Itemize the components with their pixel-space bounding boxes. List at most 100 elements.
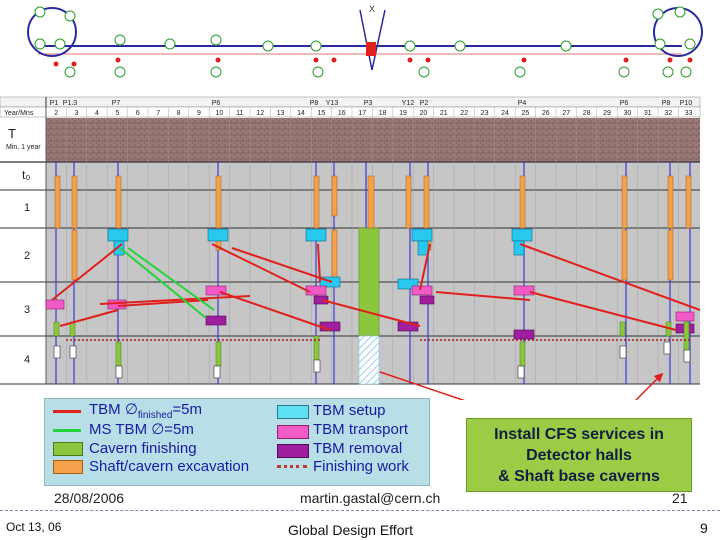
tbm-setup-box-9 bbox=[397, 278, 419, 290]
footer-date: 28/08/2006 bbox=[54, 490, 125, 506]
tbm-transport-box-1 bbox=[107, 299, 127, 310]
legend-swatch-tbm-setup bbox=[277, 405, 309, 419]
cfs-install-hatch bbox=[358, 335, 380, 385]
month-label-8: 8 bbox=[177, 110, 181, 117]
central-shaft-excavation bbox=[367, 175, 375, 229]
shaft-base-marker-8 bbox=[683, 349, 691, 363]
tbm-setup-box-7 bbox=[513, 240, 525, 256]
tbm-setup-box-0 bbox=[107, 228, 129, 242]
schematic-node-23 bbox=[114, 34, 126, 46]
slide-number: 9 bbox=[700, 520, 708, 536]
point-label-1: P1.3 bbox=[63, 100, 78, 107]
legend-label-tbm-finished: TBM ∅finished=5m bbox=[89, 401, 202, 421]
install-arrow-right bbox=[634, 372, 664, 400]
legend-swatch-tbm-transport bbox=[277, 425, 309, 439]
schematic-shaft-dot-8 bbox=[521, 57, 527, 63]
schematic-node-9 bbox=[514, 66, 526, 78]
legend-swatch-cavern-finishing bbox=[53, 442, 83, 456]
tbm-routes-red bbox=[51, 243, 701, 331]
month-label-23: 23 bbox=[481, 110, 489, 117]
month-label-12: 12 bbox=[256, 110, 264, 117]
month-label-15: 15 bbox=[318, 110, 326, 117]
bottom-date: Oct 13, 06 bbox=[6, 520, 62, 534]
legend-label-ms-tbm: MS TBM ∅=5m bbox=[89, 421, 194, 438]
schematic-node-6 bbox=[210, 66, 222, 78]
schematic-node-17 bbox=[164, 38, 176, 50]
tunnel-schematic: X bbox=[27, 4, 703, 78]
interaction-region-marker bbox=[366, 42, 376, 56]
schematic-node-24 bbox=[210, 34, 222, 46]
cavern-finishing-small-8 bbox=[683, 321, 690, 353]
point-label-2: P7 bbox=[112, 100, 121, 107]
schematic-node-2 bbox=[34, 38, 46, 50]
shaft-base-marker-3 bbox=[213, 365, 221, 379]
month-label-16: 16 bbox=[338, 110, 346, 117]
schematic-shaft-dot-7 bbox=[425, 57, 431, 63]
month-label-18: 18 bbox=[379, 110, 387, 117]
row-1-label: 1 bbox=[24, 202, 31, 214]
shaft-excavation-bar-9 bbox=[621, 175, 628, 229]
month-label-31: 31 bbox=[644, 110, 652, 117]
points-header-row bbox=[0, 96, 701, 108]
schematic-shaft-dot-9 bbox=[623, 57, 629, 63]
point-label-10: P6 bbox=[620, 100, 629, 107]
schematic-node-1 bbox=[64, 10, 76, 22]
tbm-setup-box-4 bbox=[511, 228, 533, 242]
shaft-excavation-bar-7 bbox=[423, 175, 430, 229]
legend-label-tbm-removal: TBM removal bbox=[313, 440, 403, 457]
schematic-node-11 bbox=[662, 66, 674, 78]
legend-label-tbm-setup: TBM setup bbox=[313, 402, 386, 419]
row-3-label: 3 bbox=[24, 304, 31, 316]
schematic-node-7 bbox=[312, 66, 324, 78]
shaft-excavation-bar-14 bbox=[331, 229, 338, 281]
cavern-finishing-small-2 bbox=[115, 341, 122, 367]
point-label-5: Y13 bbox=[326, 100, 339, 107]
ir-crossing-line-a bbox=[359, 9, 373, 71]
schematic-shaft-dot-1 bbox=[71, 61, 77, 67]
schematic-node-19 bbox=[310, 40, 322, 52]
point-label-4: P8 bbox=[310, 100, 319, 107]
point-label-6: P3 bbox=[364, 100, 373, 107]
point-label-7: Y12 bbox=[402, 100, 415, 107]
month-label-19: 19 bbox=[399, 110, 407, 117]
month-label-21: 21 bbox=[440, 110, 448, 117]
tbm-removal-box-3 bbox=[513, 329, 535, 340]
shaft-base-marker-2 bbox=[115, 365, 123, 379]
schematic-node-20 bbox=[404, 40, 416, 52]
month-label-29: 29 bbox=[603, 110, 611, 117]
point-label-3: P6 bbox=[212, 100, 221, 107]
cavern-finishing-small-6 bbox=[619, 321, 626, 337]
month-label-5: 5 bbox=[115, 110, 119, 117]
tbm-transport-box-6 bbox=[675, 311, 695, 322]
row-4-label: 4 bbox=[24, 354, 31, 366]
shaft-excavation-bar-6 bbox=[405, 175, 412, 229]
schematic-node-5 bbox=[114, 66, 126, 78]
month-label-25: 25 bbox=[522, 110, 530, 117]
month-label-9: 9 bbox=[197, 110, 201, 117]
schematic-node-14 bbox=[652, 8, 664, 20]
shaft-base-marker-0 bbox=[53, 345, 61, 359]
tbm-setup-box-2 bbox=[305, 228, 327, 242]
month-label-33: 33 bbox=[685, 110, 693, 117]
year-header-label: Year/Mns bbox=[4, 110, 34, 117]
legend-label-shaft-excavation: Shaft/cavern excavation bbox=[89, 458, 250, 475]
point-label-8: P2 bbox=[420, 100, 429, 107]
month-label-17: 17 bbox=[358, 110, 366, 117]
month-label-13: 13 bbox=[277, 110, 285, 117]
month-label-30: 30 bbox=[624, 110, 632, 117]
legend-swatch-tbm-removal bbox=[277, 444, 309, 458]
tbm-transport-box-0 bbox=[45, 299, 65, 310]
month-label-2: 2 bbox=[54, 110, 58, 117]
t0-label: t₀ bbox=[22, 168, 31, 182]
month-label-28: 28 bbox=[583, 110, 591, 117]
month-label-24: 24 bbox=[501, 110, 509, 117]
shaft-base-marker-1 bbox=[69, 345, 77, 359]
cavern-finishing-small-1 bbox=[69, 321, 76, 337]
month-label-10: 10 bbox=[216, 110, 224, 117]
schematic-node-13 bbox=[674, 6, 686, 18]
shaft-excavation-bar-0 bbox=[54, 175, 61, 229]
shaft-base-marker-5 bbox=[517, 365, 525, 379]
point-label-12: P10 bbox=[680, 100, 693, 107]
tbm-transport-box-5 bbox=[513, 285, 535, 296]
